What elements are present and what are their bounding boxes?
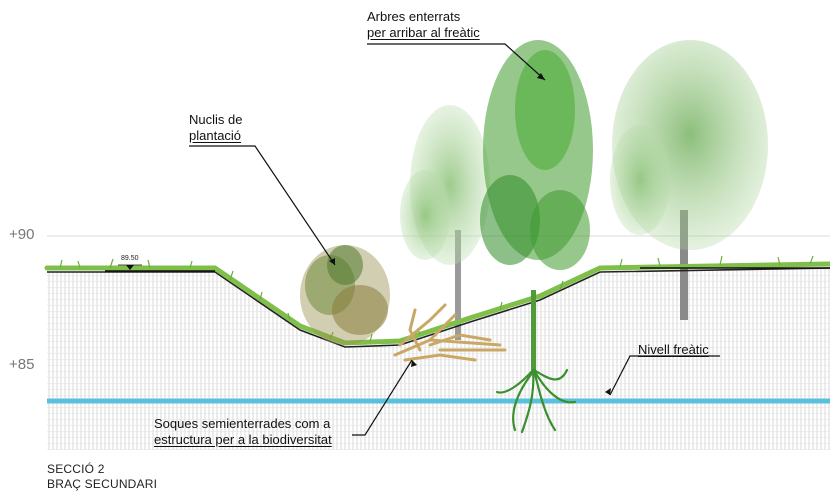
spot-level-value: 89.50: [121, 255, 139, 262]
elevation-plus90: +90: [9, 226, 35, 243]
stumps-structure: [393, 303, 507, 362]
label-buried-trees-line2: per arribar al freàtic: [367, 25, 480, 40]
grass-strip: [44, 261, 830, 346]
label-stumps-line1: Soques semienterrades com a: [154, 416, 331, 431]
buried-tree: [480, 40, 593, 434]
section-title-line2: BRAÇ SECUNDARI: [47, 477, 158, 491]
section-title-line1: SECCIÓ 2: [47, 462, 105, 476]
label-stumps-line2: estructura per a la biodiversitat: [154, 432, 332, 447]
planting-core-shrub: [300, 245, 390, 345]
soil-section: [47, 268, 830, 450]
label-planting-cores: Nuclis de plantació: [189, 112, 242, 144]
label-water-table: Nivell freàtic: [638, 342, 709, 357]
elevation-plus85: +85: [9, 356, 35, 373]
label-buried-trees-line1: Arbres enterrats: [367, 9, 461, 24]
label-planting-cores-line2: plantació: [189, 128, 242, 143]
leader-arrowheads: [329, 73, 611, 395]
spot-level-marker: [118, 264, 142, 270]
background-tree-right: [610, 40, 768, 320]
background-tree-left: [400, 105, 490, 340]
section-title: SECCIÓ 2 BRAÇ SECUNDARI: [47, 462, 157, 492]
grass-tufts: [59, 255, 814, 343]
label-stumps: Soques semienterrades com a estructura p…: [154, 416, 332, 448]
label-buried-trees: Arbres enterrats per arribar al freàtic: [367, 9, 480, 41]
leader-lines: [189, 43, 720, 436]
label-planting-cores-line1: Nuclis de: [189, 112, 243, 127]
